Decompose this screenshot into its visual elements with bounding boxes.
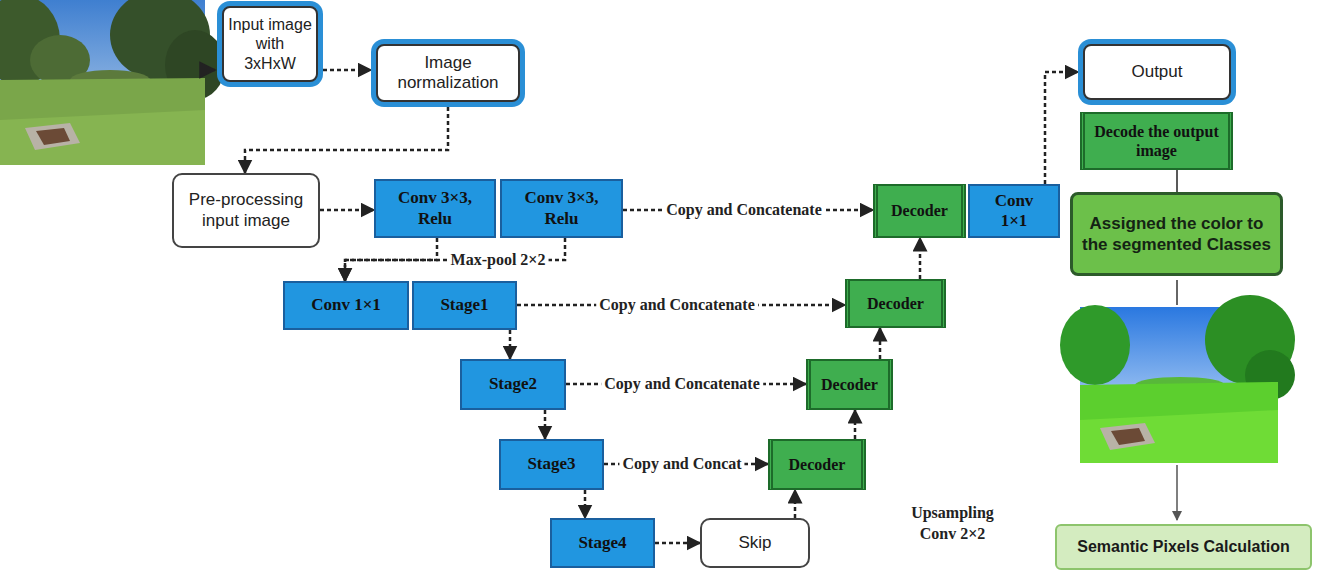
node-text: Stage3	[527, 454, 575, 474]
dashed-connector	[854, 410, 857, 439]
decoder-block: Decoder	[806, 359, 893, 410]
node-text: Decoder	[821, 375, 878, 394]
node-text: Image normalization	[386, 53, 510, 94]
segmented-photo	[1060, 295, 1295, 463]
process-box: Decode the output image	[1080, 112, 1233, 170]
dashed-connector	[509, 330, 512, 359]
encoder-stage: Stage1	[412, 281, 517, 330]
leader-line	[1176, 280, 1178, 305]
output-box: Output	[1083, 44, 1231, 100]
decoder-block: Decoder	[873, 184, 966, 238]
decoder-block: Decoder	[768, 439, 866, 490]
dashed-connector	[879, 328, 882, 359]
edge-label: Copy and Concat	[619, 455, 744, 473]
dashed-connector	[345, 238, 565, 281]
dashed-connector	[245, 107, 448, 173]
leader-line	[206, 69, 215, 72]
node-text: Pre-processing input image	[182, 190, 310, 231]
skip-box: Skip	[700, 518, 810, 568]
node-text: Conv 3×3, Relu	[516, 188, 607, 229]
dashed-connector	[544, 410, 547, 439]
result-box: Semantic Pixels Calculation	[1055, 524, 1312, 570]
operation-label: Upsampling Conv 2×2	[905, 503, 1000, 545]
node-text: Conv 1×1	[311, 295, 381, 315]
input-box: Input image with 3xHxW	[222, 6, 318, 82]
dashed-connector	[323, 69, 371, 72]
dashed-connector	[320, 209, 374, 212]
node-text: Conv 3×3, Relu	[390, 188, 480, 229]
node-text: Assigned the color to the segmented Clas…	[1081, 213, 1272, 256]
edge-label: Copy and Concatenate	[596, 296, 758, 314]
node-text: Skip	[738, 533, 771, 553]
edge-label: Copy and Concatenate	[601, 375, 763, 393]
dashed-connector	[584, 490, 587, 518]
dashed-connector	[919, 238, 922, 279]
dashed-connector	[1045, 72, 1078, 184]
encoder-stage: Stage2	[460, 359, 566, 410]
conv-block: Conv 3×3, Relu	[374, 179, 496, 238]
node-text: Decoder	[867, 294, 924, 313]
conv-block: Conv 3×3, Relu	[500, 179, 623, 238]
conv-block: Conv 1×1	[283, 281, 409, 330]
node-text: Stage1	[440, 295, 488, 315]
encoder-stage: Stage4	[550, 518, 655, 568]
edge-label: Copy and Concatenate	[663, 201, 825, 219]
node-text: Decoder	[789, 455, 846, 474]
input-photo	[0, 0, 225, 165]
dashed-connector	[655, 542, 700, 545]
conv-block: Conv 1×1	[968, 184, 1060, 238]
node-text: Conv 1×1	[984, 191, 1044, 232]
leader-line	[1176, 465, 1178, 520]
node-text: Input image with 3xHxW	[228, 15, 312, 73]
node-text: Stage4	[578, 533, 626, 553]
node-text: Decode the output image	[1089, 122, 1224, 160]
node-text: Stage2	[489, 374, 537, 394]
operation-label: Max-pool 2×2	[448, 251, 549, 269]
process-box: Image normalization	[376, 44, 520, 102]
encoder-stage: Stage3	[499, 439, 604, 490]
dashed-connector	[1176, 170, 1178, 192]
node-text: Output	[1131, 62, 1182, 82]
decoder-block: Decoder	[845, 279, 946, 328]
dashed-connector	[794, 490, 797, 518]
process-box: Assigned the color to the segmented Clas…	[1070, 192, 1283, 276]
process-box: Pre-processing input image	[172, 173, 320, 248]
node-text: Decoder	[891, 201, 948, 220]
node-text: Semantic Pixels Calculation	[1077, 538, 1290, 556]
